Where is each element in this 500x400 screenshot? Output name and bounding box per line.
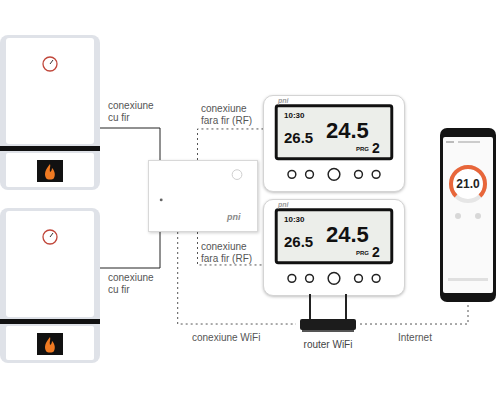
- gauge-needle: [50, 233, 53, 237]
- button: [355, 274, 363, 282]
- receiver-led: [160, 198, 163, 201]
- flame-symbol: [45, 164, 55, 180]
- gauge-needle: [50, 60, 53, 64]
- node-text: PRG: [356, 146, 369, 152]
- node-text: 21.0: [440, 178, 496, 190]
- button: [328, 168, 340, 180]
- app-bar: [446, 141, 454, 143]
- phone-screen: [443, 137, 493, 293]
- button: [372, 170, 380, 178]
- lcd-screen: [276, 210, 392, 263]
- connection-label: conexiune WiFi: [192, 332, 260, 344]
- boiler-lower-panel: [6, 326, 94, 360]
- node-text: 2: [372, 141, 380, 155]
- connection-label: conexiune fara fir (RF): [201, 103, 265, 127]
- receiver-button: [232, 170, 242, 180]
- app-bar: [458, 141, 480, 143]
- node-text: 26.5: [284, 130, 313, 145]
- button: [328, 272, 340, 284]
- app-button: [455, 213, 461, 219]
- phone-body: [440, 128, 496, 302]
- app-bar: [448, 278, 488, 281]
- receiver-body: [149, 161, 257, 231]
- boiler-band: [0, 319, 100, 324]
- node-text: 10:30: [284, 216, 304, 224]
- node-text: router WiFi: [296, 340, 360, 350]
- node-text: 24.5: [326, 224, 369, 246]
- boiler-illustration: [0, 35, 100, 190]
- node-text: pni: [278, 201, 289, 208]
- smartphone: 21.0: [440, 128, 496, 302]
- node-text: 2: [372, 245, 380, 259]
- router-antenna: [309, 294, 311, 320]
- connection-label: Internet: [398, 332, 432, 344]
- button: [306, 170, 314, 178]
- boiler-lower-panel: [6, 153, 94, 187]
- wireless-connection: [198, 129, 264, 160]
- boiler-illustration: [0, 208, 100, 363]
- boiler-body: [0, 208, 100, 363]
- boiler-body: [0, 35, 100, 190]
- thermostat: pni 10:30 26.5 24.5PRG2: [263, 95, 405, 192]
- boiler-gauge: [43, 230, 57, 244]
- node-text: 10:30: [284, 112, 304, 120]
- wired-connection: [100, 232, 160, 268]
- node-text: 26.5: [284, 234, 313, 249]
- lcd-screen: [276, 106, 392, 159]
- connection-label: conexiune cu fir: [108, 272, 160, 296]
- receiver-box: pni: [148, 160, 258, 232]
- flame-window: [37, 333, 63, 355]
- router-antenna: [345, 294, 347, 320]
- button: [288, 170, 296, 178]
- node-text: PRG: [356, 250, 369, 256]
- thermostat: pni 10:30 26.5 24.5PRG2: [263, 199, 405, 296]
- phone-case: [440, 128, 496, 302]
- button: [306, 274, 314, 282]
- connection-label: conexiune fara fir (RF): [201, 241, 265, 265]
- node-text: pni: [227, 213, 241, 222]
- wired-connection: [100, 128, 160, 160]
- button: [288, 274, 296, 282]
- app-button: [475, 213, 481, 219]
- router-body: [300, 319, 356, 330]
- flame-window: [37, 160, 63, 182]
- router: router WiFi: [296, 290, 360, 360]
- connection-label: conexiune cu fir: [108, 100, 160, 124]
- router-base: [302, 330, 354, 332]
- node-text: 24.5: [326, 120, 369, 142]
- boiler-panel: [6, 211, 94, 317]
- node-text: pni: [278, 97, 289, 104]
- flame-symbol: [45, 337, 55, 353]
- button: [355, 170, 363, 178]
- boiler-band: [0, 146, 100, 151]
- wireless-connection: [360, 302, 468, 324]
- button: [372, 274, 380, 282]
- boiler-panel: [6, 38, 94, 144]
- boiler-gauge: [43, 57, 57, 71]
